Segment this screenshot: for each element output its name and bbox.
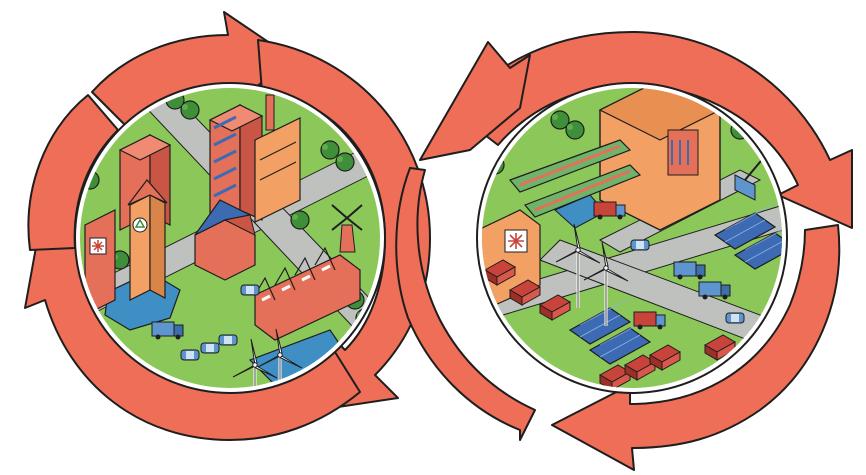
right-circular-arrow-icon [395,31,853,471]
windmill-icon [331,204,363,253]
solar-house [194,199,256,281]
row-houses [254,246,361,341]
greenhouse-pipes [508,139,642,218]
brick-factory [254,94,301,223]
city-scene [74,82,386,394]
snowflake-icon [508,233,524,249]
heating-building [84,209,116,316]
clock-tower [127,179,168,301]
snowflake-icon [92,240,104,252]
tower-building [208,104,264,226]
recycle-icon [134,218,146,228]
industry-scene [476,82,788,394]
